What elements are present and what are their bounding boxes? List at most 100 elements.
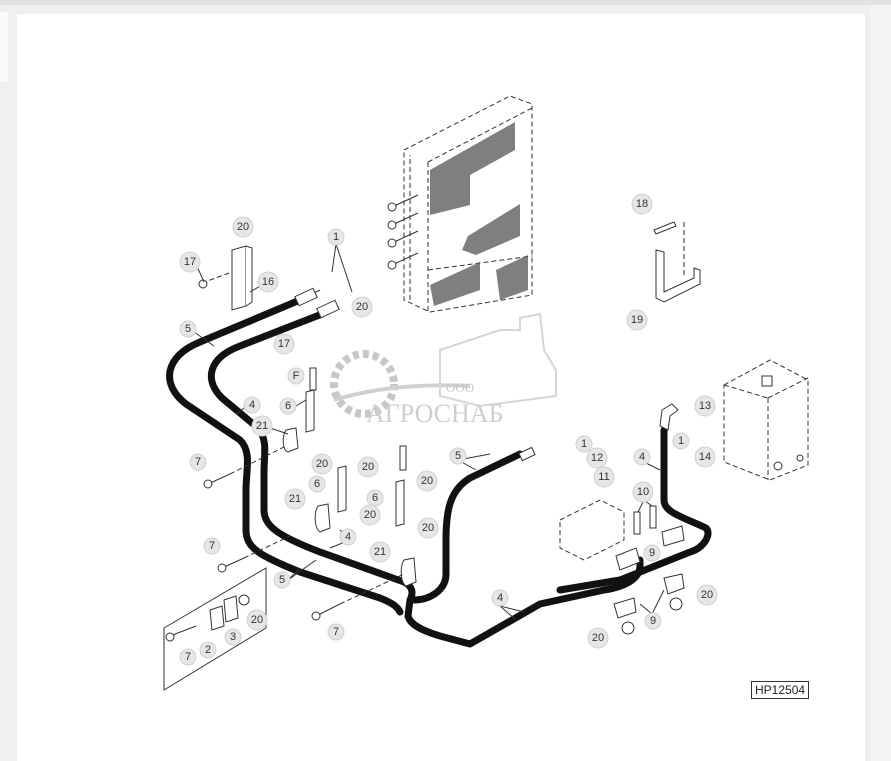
callout-1: 1 [672, 432, 690, 450]
callout-label: 20 [364, 509, 376, 521]
callout-14: 14 [694, 446, 716, 468]
callout-label: 20 [251, 614, 263, 626]
callout-label: 4 [639, 451, 645, 463]
callout-label: 21 [289, 493, 301, 505]
callout-17: 17 [179, 251, 201, 273]
callout-9: 9 [643, 544, 661, 562]
callout-11: 11 [593, 466, 615, 488]
callout-label: 6 [314, 478, 320, 490]
callout-20: 20 [359, 504, 381, 526]
callout-label: 16 [262, 276, 274, 288]
callout-6: 6 [279, 397, 297, 415]
callout-label: 20 [356, 301, 368, 313]
callout-4: 4 [339, 528, 357, 546]
callout-label: 7 [185, 651, 191, 663]
callout-1: 1 [327, 228, 345, 246]
callout-7: 7 [327, 623, 345, 641]
callout-5: 5 [273, 571, 291, 589]
scrollbar-track[interactable] [870, 5, 891, 761]
callout-7: 7 [189, 453, 207, 471]
tank [723, 359, 809, 481]
callout-21: 21 [369, 541, 391, 563]
callout-label: 12 [591, 452, 603, 464]
callout-label: F [293, 370, 300, 382]
callout-20: 20 [311, 453, 333, 475]
callout-label: 7 [209, 540, 215, 552]
callout-21: 21 [251, 415, 273, 437]
callout-label: 21 [256, 420, 268, 432]
callout-label: 3 [230, 631, 236, 643]
callout-label: 19 [631, 314, 643, 326]
callout-label: 5 [455, 450, 461, 462]
callout-label: 20 [422, 522, 434, 534]
fittings [559, 499, 685, 635]
callout-label: 20 [316, 458, 328, 470]
callout-label: 14 [699, 451, 711, 463]
figure-id-label: HP12504 [751, 681, 810, 699]
callout-label: 10 [637, 486, 649, 498]
callout-label: 20 [701, 589, 713, 601]
callout-4: 4 [633, 448, 651, 466]
left-edge [0, 12, 8, 82]
callout-label: 1 [333, 231, 339, 243]
callout-13: 13 [694, 395, 716, 417]
callout-21: 21 [284, 488, 306, 510]
callout-label: 17 [278, 338, 290, 350]
callout-label: 11 [598, 471, 609, 483]
callout-7: 7 [179, 648, 197, 666]
callout-F: F [287, 367, 305, 385]
callout-label: 20 [362, 461, 374, 473]
callout-label: 2 [205, 644, 211, 656]
callout-4: 4 [243, 396, 261, 414]
callout-12: 12 [586, 447, 608, 469]
callout-5: 5 [449, 447, 467, 465]
clamp-block [198, 245, 253, 311]
callout-20: 20 [417, 517, 439, 539]
callout-label: 9 [650, 615, 656, 627]
callout-20: 20 [696, 584, 718, 606]
callout-18: 18 [631, 193, 653, 215]
hoses [166, 287, 712, 648]
callout-label: 7 [195, 456, 201, 468]
bracket [653, 221, 701, 303]
callout-5: 5 [179, 320, 197, 338]
callout-label: 20 [592, 632, 604, 644]
callout-10: 10 [632, 481, 654, 503]
callout-label: 20 [421, 475, 433, 487]
callout-label: 9 [649, 547, 655, 559]
callout-label: 6 [372, 492, 378, 504]
callout-6: 6 [308, 475, 326, 493]
cooler-core [387, 95, 533, 313]
callout-7: 7 [203, 537, 221, 555]
callout-20: 20 [357, 456, 379, 478]
clamps [282, 367, 417, 587]
callout-label: 13 [699, 400, 711, 412]
callout-20: 20 [351, 296, 373, 318]
callout-label: 17 [184, 256, 196, 268]
callout-2: 2 [199, 641, 217, 659]
callout-label: 1 [581, 438, 587, 450]
callout-20: 20 [587, 627, 609, 649]
callout-label: 4 [345, 531, 351, 543]
callout-label: 7 [333, 626, 339, 638]
top-bar [0, 0, 891, 5]
callout-label: 1 [678, 435, 684, 447]
inset-box [163, 567, 267, 691]
callout-16: 16 [257, 271, 279, 293]
callout-9: 9 [644, 612, 662, 630]
callout-1: 1 [575, 435, 593, 453]
callout-label: 18 [636, 198, 648, 210]
callout-3: 3 [224, 628, 242, 646]
callout-4: 4 [491, 589, 509, 607]
callout-label: 4 [497, 592, 503, 604]
bolts [203, 445, 405, 621]
callout-label: 5 [185, 323, 191, 335]
watermark-logo: ООО АГРОСНАБ [330, 312, 557, 428]
callout-label: 21 [374, 546, 386, 558]
callout-20: 20 [246, 609, 268, 631]
callout-6: 6 [366, 489, 384, 507]
callout-20: 20 [232, 216, 254, 238]
callout-20: 20 [416, 470, 438, 492]
